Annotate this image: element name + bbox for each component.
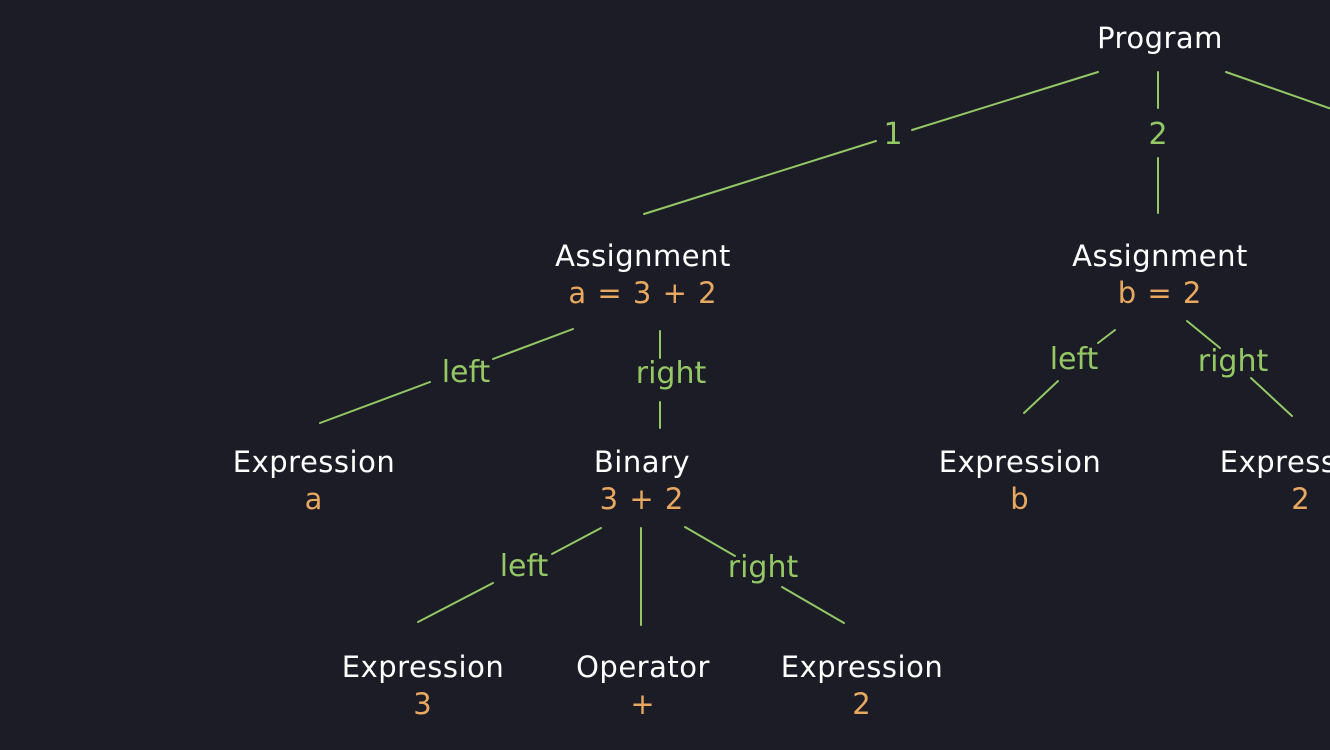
node-type: Expression (938, 445, 1102, 479)
edge-label-binary-right: right (727, 550, 799, 585)
node-value: 2 (1291, 482, 1311, 516)
edge-binary-right-lower (781, 586, 845, 624)
node-value: + (630, 687, 656, 721)
node-type: Expression (780, 650, 944, 684)
node-expression-2-cut: Expression 2 (1220, 444, 1330, 518)
edge-assign1-left-lower (319, 381, 431, 424)
node-type: Binary (593, 445, 691, 479)
node-expression-3: Expression 3 (342, 649, 504, 723)
node-expression-a: Expression a (233, 444, 395, 518)
node-value: 3 + 2 (599, 482, 685, 516)
node-value: 2 (852, 687, 872, 721)
edge-label-assign2-right: right (1197, 344, 1269, 379)
node-operator: Operator + (576, 649, 710, 723)
edge-label-assign1-left: left (441, 355, 491, 390)
edge-program-assign1-lower (643, 140, 877, 215)
node-value: b = 2 (1117, 276, 1203, 310)
node-program: Program (1097, 20, 1223, 56)
node-expression-b: Expression b (939, 444, 1101, 518)
node-value: 3 (413, 687, 433, 721)
node-binary: Binary 3 + 2 (594, 444, 690, 518)
edge-label-program-2: 2 (1148, 117, 1168, 152)
node-type: Expression (1219, 445, 1330, 479)
edge-program-third (1225, 71, 1330, 110)
edge-program-assign1-upper (911, 71, 1099, 131)
node-type: Program (1097, 21, 1223, 55)
edge-label-assign2-left: left (1049, 342, 1099, 377)
edge-label-binary-left: left (499, 549, 549, 584)
node-assignment-b: Assignment b = 2 (1072, 238, 1248, 312)
node-type: Expression (232, 445, 396, 479)
node-value: a (304, 482, 324, 516)
edge-assign2-left-lower (1023, 380, 1059, 414)
edge-binary-right-upper (684, 526, 736, 557)
node-type: Expression (341, 650, 505, 684)
node-type: Operator (576, 650, 710, 684)
node-value: b (1010, 482, 1030, 516)
edge-assign2-right-upper (1186, 320, 1221, 349)
edge-binary-left-lower (417, 582, 494, 623)
node-expression-2: Expression 2 (781, 649, 943, 723)
edge-assign1-left-upper (492, 328, 574, 360)
node-type: Assignment (1072, 239, 1248, 273)
node-type: Assignment (555, 239, 731, 273)
edge-label-assign1-right: right (635, 356, 707, 391)
node-value: a = 3 + 2 (568, 276, 718, 310)
edge-label-program-1: 1 (883, 117, 903, 152)
node-assignment-a: Assignment a = 3 + 2 (555, 238, 731, 312)
edge-assign2-left-upper (1097, 329, 1116, 344)
edge-binary-left-upper (551, 527, 602, 555)
edge-assign2-right-lower (1250, 377, 1293, 417)
